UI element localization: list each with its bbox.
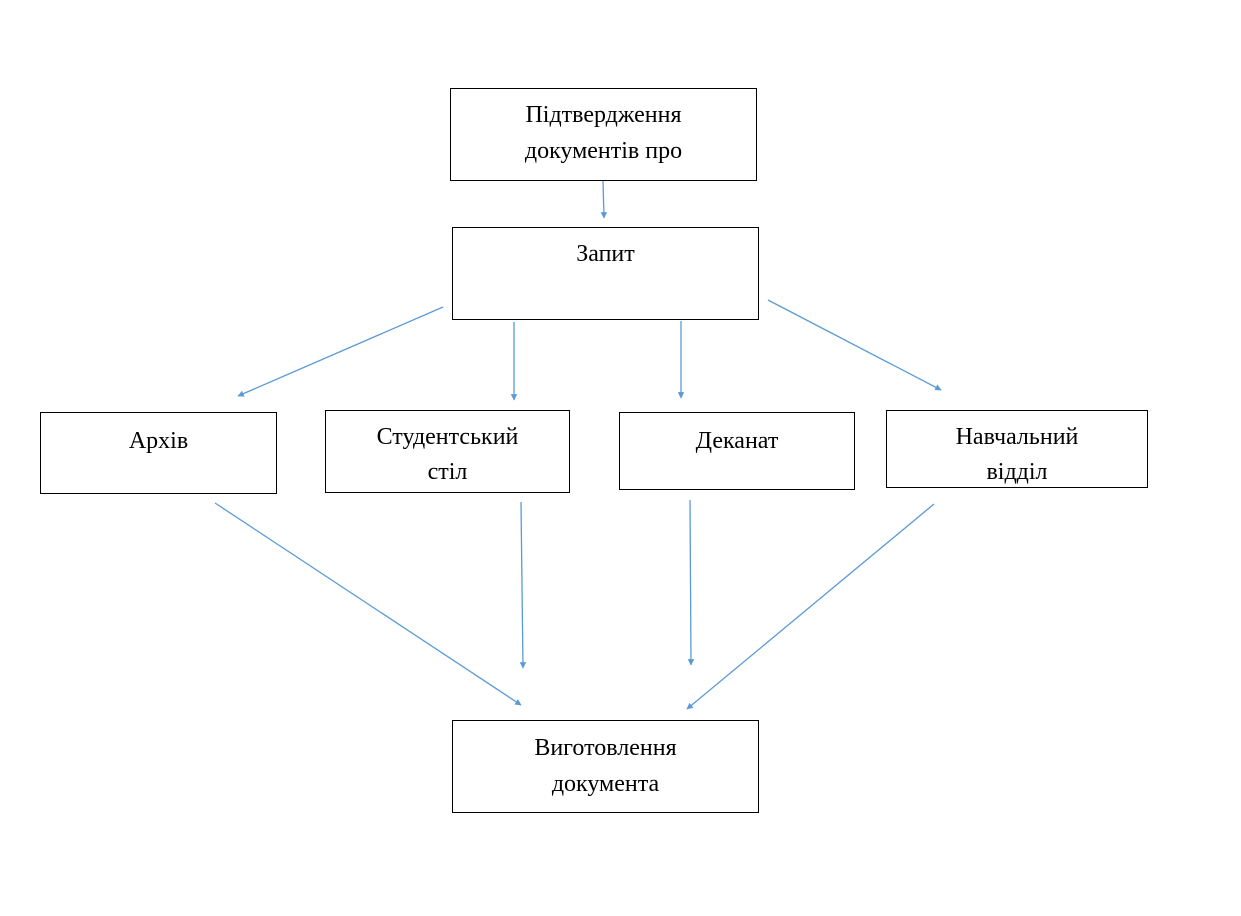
node-academic-dept: Навчальний відділ <box>886 410 1148 488</box>
arrow-student_desk-to-production <box>519 501 527 669</box>
node-dean-office: Деканат <box>619 412 855 490</box>
arrow-archive-to-production <box>214 502 522 706</box>
node-dean-office-line-1: Деканат <box>695 428 779 454</box>
node-confirm-line-1: Підтвердження <box>525 102 682 128</box>
arrow-request-to-academic_dept <box>767 299 942 391</box>
arrow-confirm-to-request <box>600 180 608 219</box>
node-request: Запит <box>452 227 759 320</box>
node-student-desk-line-1: Студентський <box>376 424 519 450</box>
node-production-line-2: документа <box>551 771 660 797</box>
node-student-desk: Студентський стіл <box>325 410 570 493</box>
node-confirm: Підтвердження документів про <box>450 88 757 181</box>
node-archive: Архів <box>40 412 277 494</box>
node-academic-dept-line-2: відділ <box>986 459 1048 485</box>
arrow-request-to-archive <box>237 306 444 397</box>
arrow-dean_office-to-production <box>687 499 695 666</box>
arrow-academic_dept-to-production <box>686 503 935 710</box>
node-student-desk-line-2: стіл <box>427 459 468 485</box>
node-archive-line-1: Архів <box>128 428 189 454</box>
node-request-line-1: Запит <box>576 241 635 267</box>
node-academic-dept-line-1: Навчальний <box>955 424 1079 450</box>
node-production: Виготовлення документа <box>452 720 759 813</box>
node-confirm-line-2: документів про <box>524 138 683 164</box>
node-production-line-1: Виготовлення <box>534 735 677 761</box>
